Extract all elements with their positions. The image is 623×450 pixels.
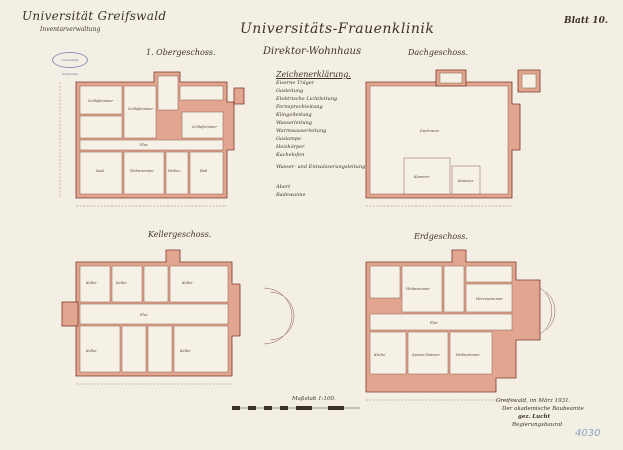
plan-first-floor: Schlafzimmer Schlafzimmer Flur Schlafzim… bbox=[59, 71, 245, 207]
svg-text:Flur: Flur bbox=[139, 313, 148, 317]
legend-item: Badewanne bbox=[276, 192, 306, 198]
inventory-stamp: Universität Greifswald bbox=[52, 52, 88, 76]
clinic-title: Universitäts-Frauenklinik bbox=[240, 21, 435, 37]
legend-item: Elektrische Lichtleitung bbox=[276, 96, 338, 102]
svg-text:Wohnz.: Wohnz. bbox=[168, 169, 181, 173]
svg-text:Wohnzimmer: Wohnzimmer bbox=[130, 169, 154, 173]
svg-text:Keller: Keller bbox=[179, 349, 191, 353]
svg-text:Kammer: Kammer bbox=[413, 175, 430, 179]
legend-item: Wasser- und Entwässerungsleitung bbox=[276, 164, 366, 170]
institution-title: Universität Greifswald bbox=[22, 9, 167, 23]
legend-item: Fernsprechleitung bbox=[276, 104, 323, 110]
legend-item: Abort bbox=[276, 184, 291, 190]
signature-title: Regierungsbaurat bbox=[512, 422, 563, 428]
sheet-number: Blatt 10. bbox=[564, 16, 608, 26]
signature-name: gez. Lucht bbox=[518, 414, 551, 420]
svg-text:Keller: Keller bbox=[85, 281, 97, 285]
svg-text:Kammer: Kammer bbox=[457, 179, 474, 183]
svg-text:Keller: Keller bbox=[85, 349, 97, 353]
legend-item: Wasserleitung bbox=[276, 120, 312, 126]
plan-attic: Dachraum Kammer Kammer bbox=[365, 69, 541, 207]
svg-text:Wohnzimmer: Wohnzimmer bbox=[456, 353, 480, 357]
scale-bar bbox=[232, 406, 360, 410]
svg-text:Keller: Keller bbox=[115, 281, 127, 285]
svg-text:Flur: Flur bbox=[139, 143, 148, 147]
svg-text:Schlafzimmer: Schlafzimmer bbox=[88, 99, 113, 103]
signature-office: Der akademische Baubeamte bbox=[502, 406, 584, 412]
attic-title: Dachgeschoss. bbox=[408, 48, 468, 57]
plan-ground-floor: Wohnzimmer Herrenzimmer Flur Küche Speis… bbox=[365, 249, 556, 401]
first-floor-title: 1. Obergeschoss. bbox=[146, 48, 216, 57]
legend-item: Warmwasserleitung bbox=[276, 128, 327, 134]
svg-text:Schlafzimmer: Schlafzimmer bbox=[128, 107, 153, 111]
svg-text:Saal: Saal bbox=[96, 169, 104, 173]
svg-text:Bad: Bad bbox=[199, 169, 208, 173]
department-label: Inventarverwaltung bbox=[40, 26, 101, 33]
svg-text:Speise-Zimmer: Speise-Zimmer bbox=[412, 353, 440, 357]
ground-floor-title: Erdgeschoss. bbox=[414, 232, 468, 241]
legend-title: Zeichenerklärung. bbox=[276, 70, 351, 79]
cellar-title: Kellergeschoss. bbox=[148, 230, 212, 239]
svg-text:Wohnzimmer: Wohnzimmer bbox=[406, 287, 430, 291]
svg-text:Schlafzimmer: Schlafzimmer bbox=[192, 125, 217, 129]
signature-place-date: Greifswald, im März 1931. bbox=[496, 398, 571, 404]
legend-item: Gaslampe bbox=[276, 136, 302, 142]
svg-text:Küche: Küche bbox=[373, 353, 385, 357]
svg-text:Keller: Keller bbox=[181, 281, 193, 285]
legend-item: Kachelofen bbox=[276, 152, 305, 158]
svg-text:Herrenzimmer: Herrenzimmer bbox=[475, 297, 503, 301]
legend-item: Heizkörper bbox=[276, 144, 305, 150]
svg-text:Dachraum: Dachraum bbox=[419, 129, 440, 133]
building-subtitle: Direktor-Wohnhaus bbox=[263, 46, 362, 57]
legend-item: Gasleitung bbox=[276, 88, 304, 94]
archive-number: 4030 bbox=[575, 428, 601, 439]
svg-text:Flur: Flur bbox=[429, 321, 438, 325]
scale-label: Maßstab 1:100. bbox=[292, 396, 336, 402]
legend-item: Klingelleitung bbox=[276, 112, 312, 118]
plan-cellar: Keller Keller Keller Flur Keller Keller bbox=[61, 249, 295, 385]
legend-item: Eiserne Träger bbox=[276, 80, 315, 86]
